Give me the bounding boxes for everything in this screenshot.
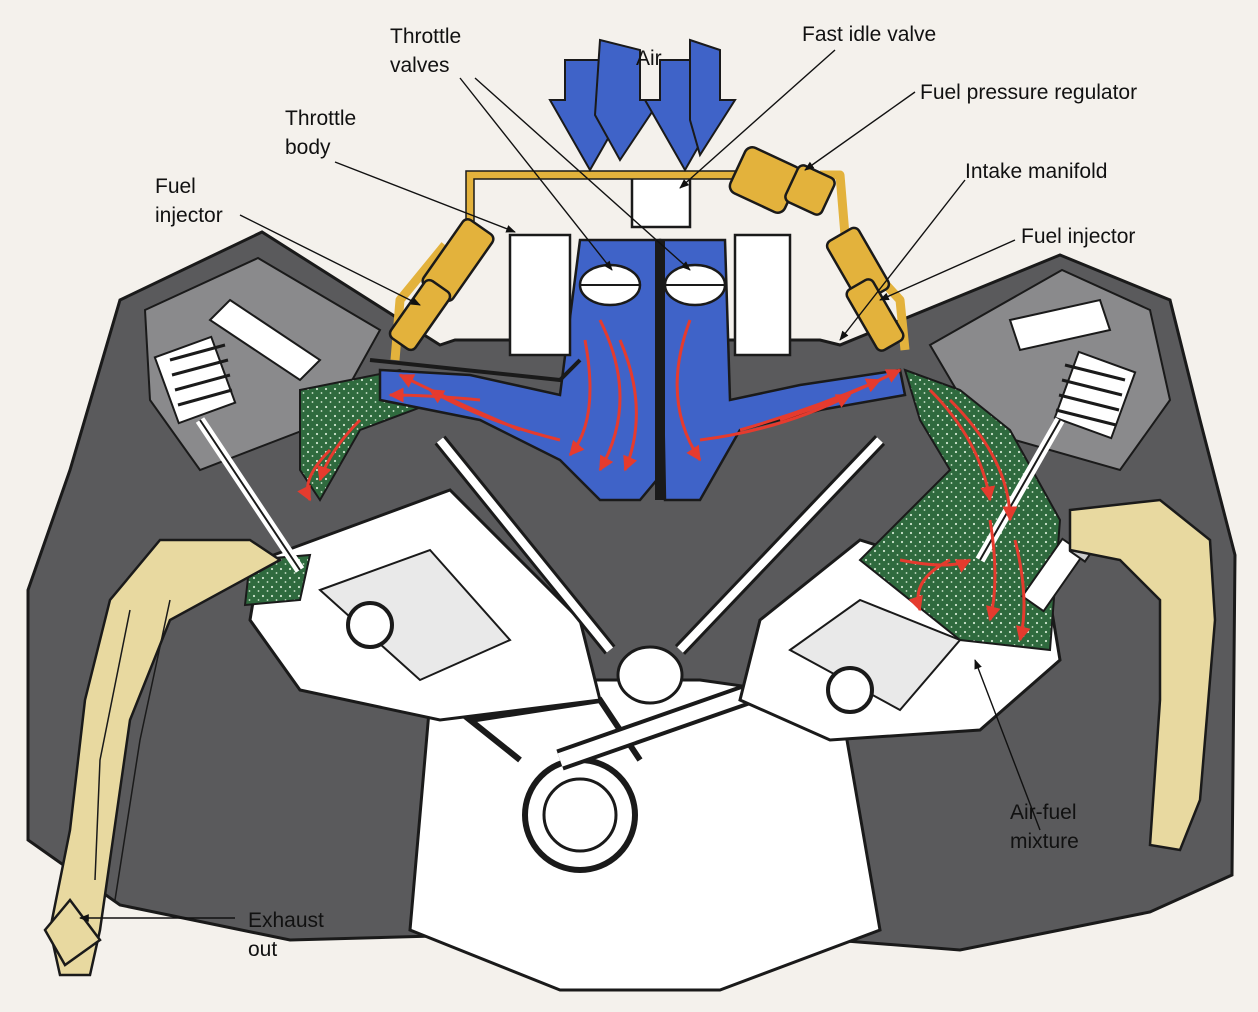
left-cylinder bbox=[248, 488, 602, 722]
intake-air-path bbox=[369, 238, 907, 502]
leader-lines bbox=[79, 49, 1041, 922]
label-throttle-valves: Throttle valves bbox=[390, 25, 462, 77]
exhaust-left bbox=[43, 538, 283, 977]
fuel-injector-right-body bbox=[825, 226, 905, 352]
label-throttle-body: Throttle body bbox=[285, 107, 357, 159]
label-air-fuel-mixture: Air-fuel mixture bbox=[1010, 801, 1079, 853]
camshaft bbox=[616, 645, 684, 705]
label-intake-manifold: Intake manifold bbox=[965, 160, 1108, 183]
label-fuel-pressure-regulator: Fuel pressure regulator bbox=[920, 81, 1138, 104]
label-fuel-injector-right: Fuel injector bbox=[1021, 225, 1136, 248]
flow-arrows bbox=[297, 319, 1031, 642]
push-rods bbox=[434, 435, 886, 705]
label-fast-idle-valve: Fast idle valve bbox=[802, 23, 937, 46]
fast-idle-valve-body bbox=[630, 173, 692, 229]
label-fuel-injector-left: Fuel injector bbox=[155, 175, 223, 227]
label-exhaust-out: Exhaust out bbox=[248, 909, 324, 961]
fuel-injector-left-body bbox=[388, 218, 495, 352]
throttle-body bbox=[508, 233, 792, 357]
fuel-pressure-regulator bbox=[728, 146, 836, 216]
crankcase bbox=[408, 678, 882, 992]
label-air: Air bbox=[636, 47, 662, 70]
left-valvetrain bbox=[153, 298, 322, 573]
incoming-air-arrows bbox=[548, 38, 737, 173]
exhaust-right bbox=[1068, 498, 1217, 852]
